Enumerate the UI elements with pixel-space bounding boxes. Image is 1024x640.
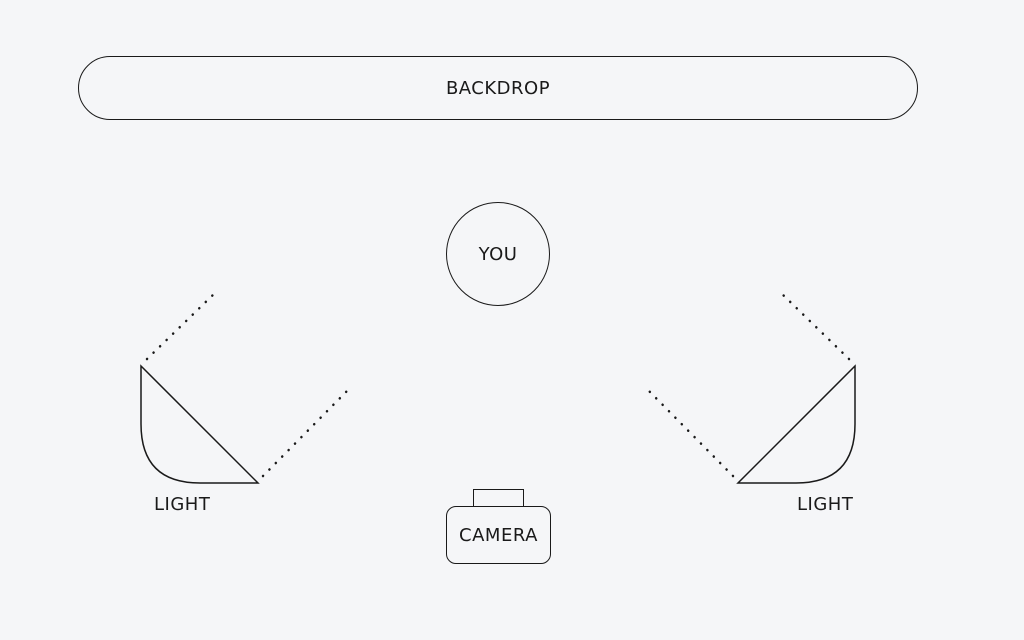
light-left-shape: [140, 364, 260, 484]
light-right-shape: [736, 364, 856, 484]
light-right-label: LIGHT: [797, 494, 854, 515]
subject-label: YOU: [478, 243, 518, 265]
light-left-beam-upper: [145, 290, 218, 361]
camera-body: CAMERA: [446, 506, 551, 564]
light-right-beam-upper: [778, 290, 851, 361]
backdrop-label: BACKDROP: [445, 77, 551, 99]
light-left-beam-lower: [261, 389, 349, 478]
camera-top: [473, 489, 524, 507]
backdrop: BACKDROP: [78, 56, 918, 120]
camera-label: CAMERA: [459, 524, 538, 546]
subject-circle: YOU: [446, 202, 550, 306]
light-right-beam-lower: [647, 389, 735, 478]
light-left-label: LIGHT: [154, 494, 211, 515]
